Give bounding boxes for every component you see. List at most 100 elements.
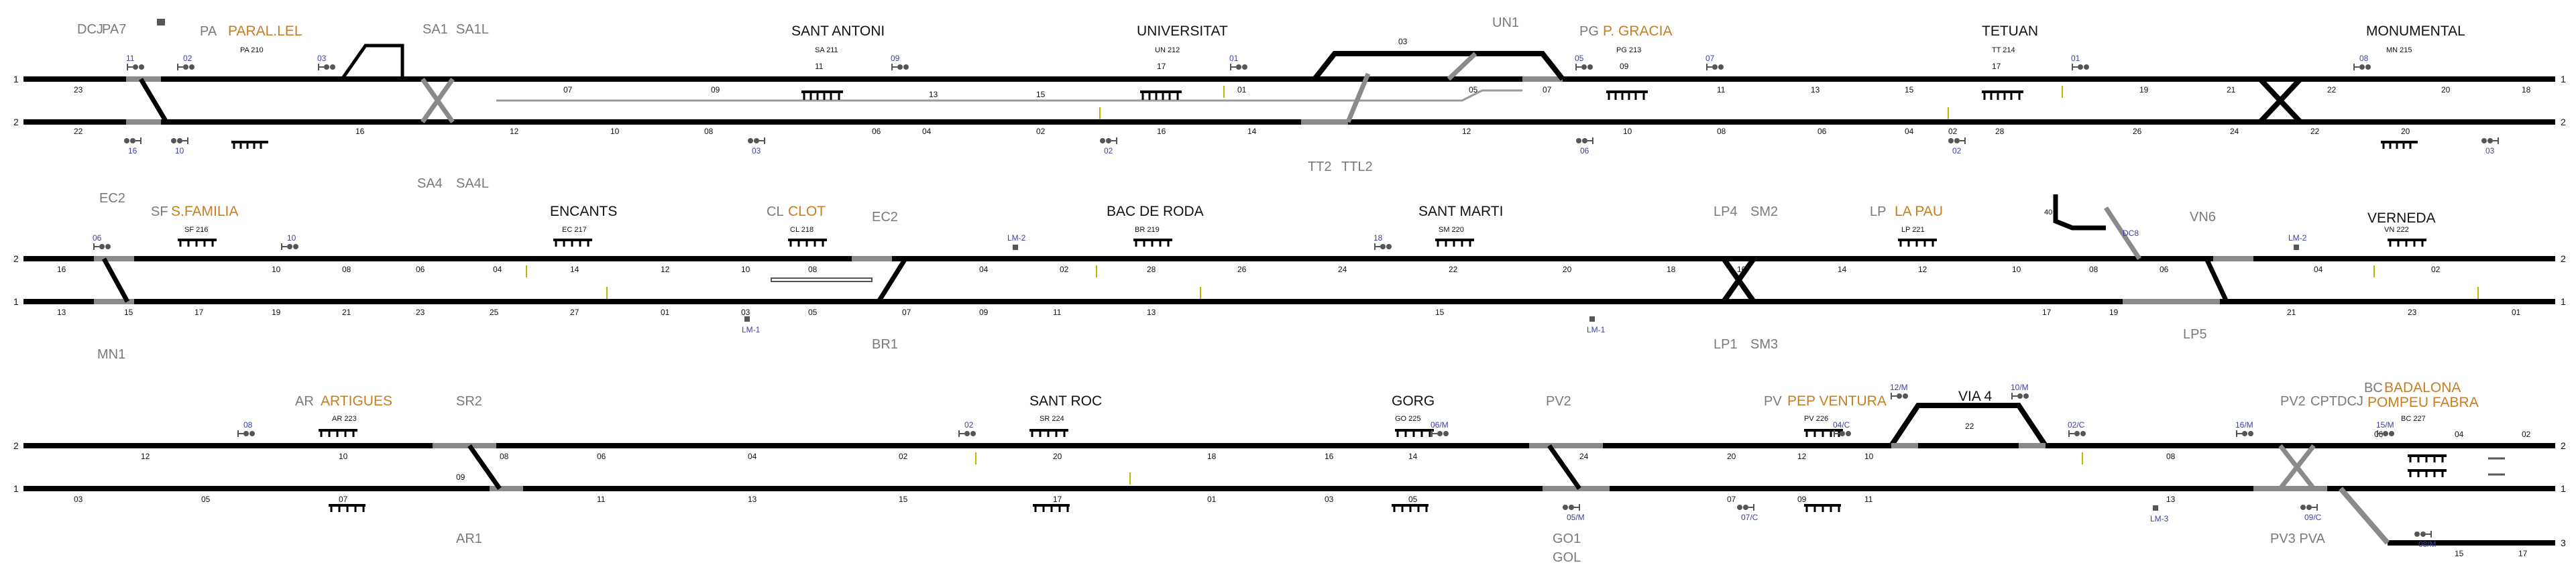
row1-crossover-un-2[interactable] <box>1447 52 1477 81</box>
station-name-verneda[interactable]: VERNEDA <box>2367 210 2436 226</box>
station-name-clot[interactable]: CLOT <box>788 204 826 219</box>
signal-icon[interactable]: LM-1 <box>742 316 761 334</box>
station-name-p-gracia[interactable]: P. GRACIA <box>1603 23 1672 39</box>
section-label: 15 <box>899 495 908 504</box>
signal-icon[interactable]: LM-2 <box>2288 233 2307 250</box>
signal-icon[interactable]: 08 <box>2353 54 2371 70</box>
station-code-paralel: PA 210 <box>240 46 264 54</box>
section-label: 13 <box>748 495 757 504</box>
row1-bypass-track[interactable] <box>1312 51 1565 81</box>
signal-icon[interactable]: 06/M <box>1431 420 1449 437</box>
station-name-sant-marti[interactable]: SANT MARTI <box>1418 204 1503 219</box>
platform-marker <box>1392 504 1429 512</box>
section-label: 01 <box>1237 85 1247 94</box>
row3-crossover-bc-b[interactable] <box>2278 444 2316 491</box>
signal-icon[interactable]: 06 <box>93 233 111 250</box>
signal-icon[interactable]: 02/C <box>2068 420 2086 437</box>
signal-icon[interactable]: 02 <box>1948 137 1966 155</box>
signal-icon[interactable]: LM-1 <box>1587 316 1606 334</box>
row1-crossover-sa-b[interactable] <box>421 77 455 124</box>
signal-icon[interactable]: 16 <box>124 137 142 155</box>
row3-via4-track[interactable] <box>1889 403 2048 448</box>
station-name-universitat[interactable]: UNIVERSITAT <box>1137 23 1228 39</box>
row2-siding-dc8-b[interactable] <box>2104 206 2141 260</box>
row2-crossover-lp-b[interactable] <box>1721 257 1756 304</box>
station-name-gorg[interactable]: GORG <box>1392 393 1435 409</box>
signal-icon[interactable]: 18 <box>1374 233 1392 250</box>
row1-crossover-pa[interactable] <box>138 78 169 123</box>
section-label: 04 <box>2455 430 2464 439</box>
row3-crossover-go[interactable] <box>1547 444 1581 491</box>
platform-marker <box>2408 469 2447 477</box>
section-label: 23 <box>416 308 425 317</box>
row1-crossover-un-1[interactable] <box>1345 72 1371 123</box>
station-name-s-familia[interactable]: S.FAMILIA <box>171 204 238 219</box>
section-label: 11 <box>1717 85 1726 94</box>
section-label: 22 <box>1449 265 1458 274</box>
station-name-monumental[interactable]: MONUMENTAL <box>2366 23 2465 39</box>
row2-siding-dc8[interactable] <box>2053 194 2106 231</box>
station-name-encants[interactable]: ENCANTS <box>550 204 617 219</box>
signal-label-dc8: DC8 <box>2123 229 2139 238</box>
station-name-pep-ventura[interactable]: PEP VENTURA <box>1787 393 1887 409</box>
svg-text:02: 02 <box>1952 146 1962 155</box>
signal-icon[interactable]: LM-2 <box>1007 233 1026 250</box>
signal-icon[interactable]: 05/M <box>1563 504 1585 522</box>
row2-crossover-sf[interactable] <box>101 257 130 303</box>
signal-icon[interactable]: 09 <box>891 54 909 70</box>
section-label: 15 <box>1036 90 1046 99</box>
station-name-sant-antoni[interactable]: SANT ANTONI <box>791 23 885 39</box>
section-label: 12 <box>1918 265 1927 274</box>
station-name-badalona[interactable]: BADALONA <box>2384 380 2461 395</box>
signal-icon[interactable]: 10 <box>171 137 188 155</box>
section-label: 12 <box>1797 452 1807 461</box>
signal-icon[interactable]: 02 <box>177 54 194 70</box>
station-name-tetuan[interactable]: TETUAN <box>1982 23 2038 39</box>
section-label: 04 <box>979 265 989 274</box>
signal-icon[interactable]: 07/C <box>1737 504 1758 522</box>
signal-icon[interactable]: 01 <box>2071 54 2089 70</box>
row2-abbr-lp4: LP4 <box>1714 204 1738 219</box>
signal-icon[interactable]: 11 <box>126 54 144 70</box>
station-code-pep-ventura: PV 226 <box>1804 415 1828 423</box>
section-label: 18 <box>1667 265 1676 274</box>
section-label: 25 <box>490 308 499 317</box>
row2-crossover-br[interactable] <box>877 257 907 303</box>
station-name-pompeu-fabra[interactable]: POMPEU FABRA <box>2367 395 2479 410</box>
section-label: 06 <box>2160 265 2169 274</box>
signal-icon[interactable]: 01 <box>1229 54 1247 70</box>
signal-icon[interactable]: 05 <box>1575 54 1593 70</box>
section-label: 19 <box>2139 85 2149 94</box>
signal-icon[interactable]: 03 <box>748 137 765 155</box>
station-name-sant-roc[interactable]: SANT ROC <box>1029 393 1102 409</box>
station-name-la-pau[interactable]: LA PAU <box>1895 204 1943 219</box>
row3-track-label-right-1: 1 <box>2561 483 2566 494</box>
row3-branch-to-3[interactable] <box>2338 487 2390 545</box>
signal-icon[interactable]: 10/M <box>2011 383 2029 399</box>
signal-icon[interactable]: 15/M <box>2376 420 2394 437</box>
signal-icon[interactable]: 08/M <box>2414 531 2437 549</box>
row2-abbr-sm2: SM2 <box>1750 204 1778 219</box>
row2-crossover-vn[interactable] <box>2204 257 2229 303</box>
signal-icon[interactable]: 08 <box>237 420 255 437</box>
signal-icon[interactable]: 02 <box>958 420 976 437</box>
signal-icon[interactable]: 07 <box>1705 54 1724 70</box>
signal-icon[interactable]: 12/M <box>1890 383 1908 399</box>
signal-icon[interactable]: 09/C <box>2300 504 2322 522</box>
station-name-artigues[interactable]: ARTIGUES <box>321 393 392 409</box>
section-label: 09 <box>1797 495 1807 504</box>
signal-icon[interactable]: 16/M <box>2235 420 2253 437</box>
row3-crossover-sr[interactable] <box>467 444 502 491</box>
signal-icon[interactable]: 03 <box>2481 137 2499 155</box>
station-name-paralel[interactable]: PARAL.LEL <box>228 23 302 39</box>
signal-icon[interactable]: 10 <box>281 233 298 250</box>
row1-siding-pa[interactable] <box>340 44 404 80</box>
row1-crossover-mn-b[interactable] <box>2258 77 2302 124</box>
station-name-bac-de-roda[interactable]: BAC DE RODA <box>1107 204 1204 219</box>
signal-icon[interactable]: 02 <box>1100 137 1117 155</box>
signal-icon[interactable]: 04/C <box>1833 420 1851 437</box>
section-label: 19 <box>272 308 281 317</box>
signal-icon[interactable]: 03 <box>317 54 335 70</box>
signal-icon[interactable]: 06 <box>1576 137 1593 155</box>
signal-icon[interactable]: LM-3 <box>2150 505 2169 523</box>
